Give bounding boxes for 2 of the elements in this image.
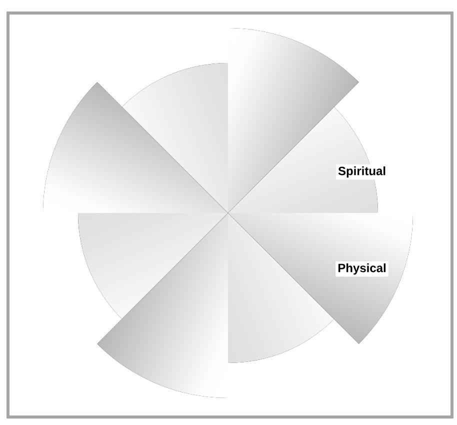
sector-label: Physical	[336, 261, 388, 277]
sector-label: Spiritual	[336, 164, 388, 180]
